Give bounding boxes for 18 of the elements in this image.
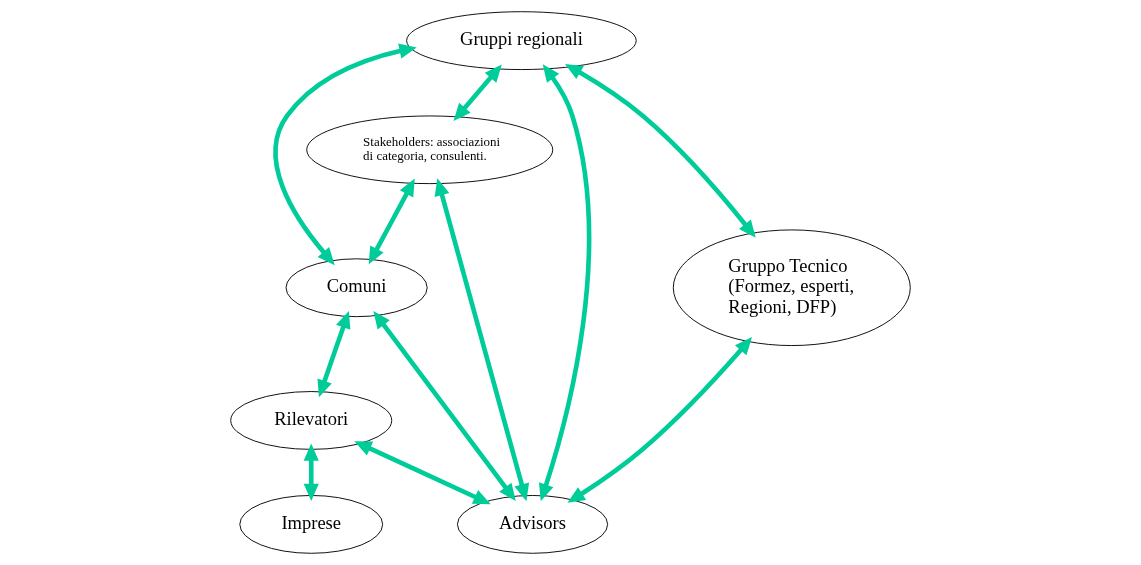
node-ellipse: Comuni (285, 258, 428, 318)
arrow (354, 441, 491, 505)
arrow (303, 443, 319, 501)
arrow (273, 43, 417, 266)
node-ellipse: Imprese (239, 495, 384, 554)
node-ellipse: Gruppi regionali (406, 11, 637, 70)
node-ellipse: Gruppo Tecnico (Formez, esperti, Regioni, DFP) (672, 229, 911, 347)
arrow (565, 63, 756, 238)
arrow (567, 337, 753, 503)
node-ellipse: Stakeholders: associazioni di categoria, consulenti. (306, 115, 554, 185)
arrow (373, 311, 516, 502)
node-ellipse: Rilevatori (230, 391, 393, 450)
arrow (317, 310, 351, 398)
node-ellipse: Advisors (456, 495, 609, 554)
arrow (453, 64, 502, 121)
arrow (538, 64, 592, 502)
arrow (368, 178, 415, 265)
arrow (434, 178, 530, 502)
